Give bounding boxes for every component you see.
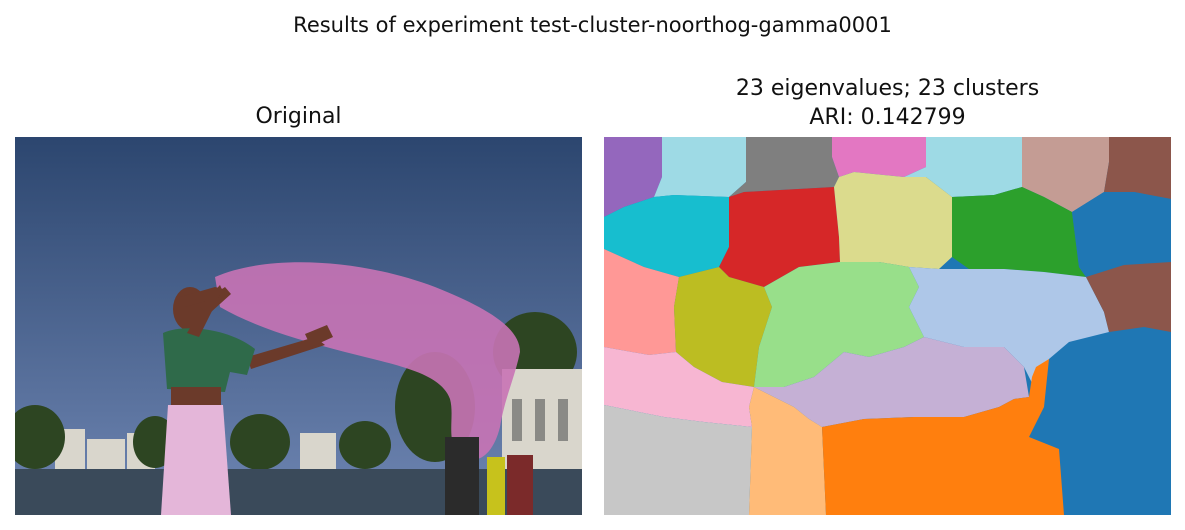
cluster-map — [604, 137, 1171, 515]
segment-light-olive — [834, 172, 952, 269]
clustering-result-title: 23 eigenvalues; 23 clusters ARI: 0.14279… — [604, 74, 1171, 132]
segment-light-brown — [1022, 137, 1109, 212]
segment-pink — [832, 137, 926, 177]
segment-light-orange — [749, 387, 826, 515]
original-photo — [15, 137, 582, 515]
original-image-title: Original — [255, 104, 342, 129]
segment-brown-top — [1104, 137, 1171, 199]
segment-cyan — [604, 195, 729, 277]
cluster-segmentation-panel — [604, 137, 1171, 515]
segment-light-green — [754, 262, 924, 387]
segment-gray — [729, 137, 839, 197]
original-image-panel — [15, 137, 582, 515]
segment-light-gray — [604, 405, 752, 515]
segment-purple — [604, 137, 662, 217]
segment-light-purple — [754, 337, 1029, 427]
background-people — [445, 437, 533, 515]
temple — [502, 369, 582, 479]
segment-blue-right — [1072, 192, 1171, 277]
segment-light-blue — [909, 267, 1109, 387]
flying-scarf — [215, 262, 520, 460]
ari-score: ARI: 0.142799 — [809, 105, 966, 130]
woman-figure — [161, 285, 333, 515]
figure-suptitle: Results of experiment test-cluster-noort… — [293, 13, 892, 37]
segment-orange — [822, 359, 1064, 515]
segment-light-cyan-left — [654, 137, 746, 197]
segment-light-cyan-right — [904, 137, 1022, 197]
eigenvalue-cluster-count: 23 eigenvalues; 23 clusters — [735, 76, 1040, 101]
segment-light-pink — [604, 347, 754, 427]
segment-brown-right — [1086, 262, 1171, 332]
segment-red — [719, 187, 840, 287]
segment-green — [952, 187, 1086, 277]
segment-olive — [674, 267, 772, 387]
segment-light-red — [604, 249, 679, 355]
